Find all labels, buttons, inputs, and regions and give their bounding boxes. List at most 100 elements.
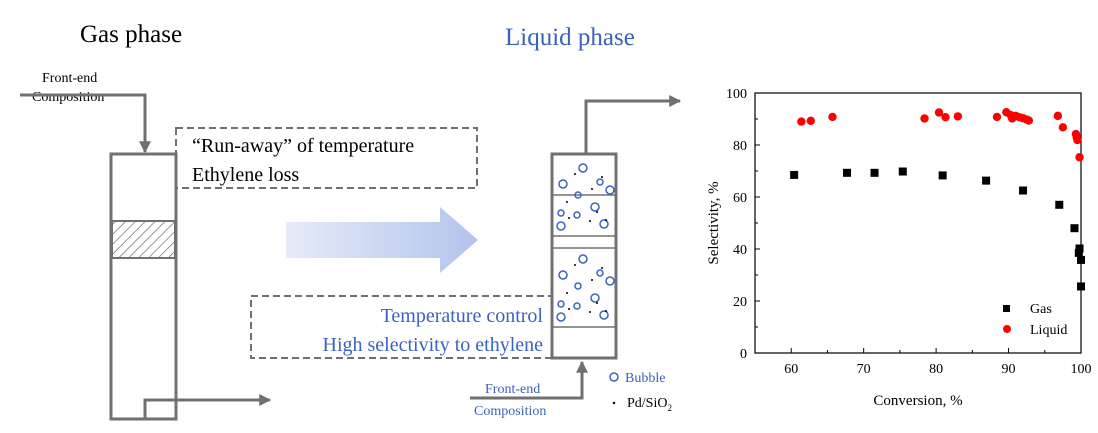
- gas-point: [870, 168, 879, 177]
- bubble-icon: [605, 185, 615, 195]
- liquid-point: [797, 117, 806, 126]
- liquid-point: [920, 114, 929, 123]
- x-tick-label: 70: [857, 362, 871, 377]
- catalyst-particle-icon: [568, 217, 570, 219]
- bubble-icon: [557, 300, 565, 308]
- bubble-icon: [578, 254, 588, 264]
- bubble-legend-icon: [609, 372, 619, 382]
- catalyst-particle-icon: [566, 292, 568, 294]
- bubble-icon: [596, 178, 604, 186]
- legend-gas-label: Gas: [1030, 302, 1052, 317]
- gas-phase-title: Gas phase: [80, 21, 182, 48]
- catalyst-legend-icon: [612, 401, 616, 405]
- gas-point: [898, 167, 907, 176]
- liquid-point: [1073, 135, 1082, 145]
- bubble-icon: [605, 276, 615, 286]
- bubble-icon: [596, 269, 604, 277]
- bubble-icon: [573, 211, 581, 219]
- y-tick-label: 0: [740, 347, 747, 362]
- gas-reactor: Front-end Composition “Run-away” of temp…: [20, 71, 478, 421]
- y-tick-label: 40: [733, 243, 747, 258]
- bubble-icon: [574, 282, 582, 290]
- y-tick-label: 100: [726, 87, 747, 102]
- legend-bubble-label: Bubble: [625, 371, 665, 386]
- catalyst-particle-icon: [605, 310, 607, 312]
- y-tick-label: 20: [733, 295, 747, 310]
- x-tick-label: 80: [929, 362, 943, 377]
- catalyst-particle-icon: [574, 173, 576, 175]
- liquid-reactor: Front-end Composition Temperature contro…: [250, 95, 682, 419]
- catalyst-bed: [111, 220, 176, 259]
- gas-inlet-label-1: Front-end: [42, 71, 97, 86]
- catalyst-particle-icon: [568, 308, 570, 310]
- bubble-icon: [573, 302, 581, 310]
- gas-point: [843, 168, 852, 177]
- y-tick-label: 80: [733, 139, 747, 154]
- liquid-inlet-label-2: Composition: [474, 404, 546, 419]
- bubble-icon: [599, 310, 609, 320]
- liquid-inlet-arrow: [470, 360, 588, 400]
- gas-point: [1077, 282, 1085, 291]
- liquid-point: [1058, 123, 1068, 132]
- gas-point: [1019, 186, 1028, 195]
- bubble-icon: [557, 209, 565, 217]
- gas-note-line-1: “Run-away” of temperature: [192, 135, 414, 157]
- catalyst-particle-icon: [589, 220, 591, 222]
- x-axis-label: Conversion, %: [873, 393, 962, 409]
- catalyst-particle-icon: [596, 302, 598, 304]
- liquid-outlet-arrow: [584, 95, 682, 154]
- transition-arrow-icon: [286, 207, 478, 273]
- bubble-icon: [578, 163, 588, 173]
- gas-point: [1075, 244, 1084, 253]
- y-tick-label: 60: [733, 191, 747, 206]
- legend: Gas Liquid: [1003, 302, 1067, 338]
- liquid-point: [806, 116, 815, 126]
- liquid-point: [1024, 116, 1034, 125]
- liquid-note-line-1: Temperature control: [381, 305, 544, 327]
- liquid-point: [941, 112, 950, 122]
- liquid-reactor-tube: [550, 152, 618, 360]
- gas-reactor-tube: [109, 152, 178, 421]
- bubble-icon: [590, 293, 600, 303]
- bubble-icon: [599, 219, 609, 229]
- liquid-phase-title: Liquid phase: [505, 24, 635, 51]
- y-axis-label: Selectivity, %: [706, 181, 722, 264]
- liquid-inlet-label-1: Front-end: [485, 382, 540, 397]
- x-tick-label: 90: [1002, 362, 1016, 377]
- liquid-point: [953, 112, 963, 121]
- liquid-note-line-2: High selectivity to ethylene: [323, 334, 544, 356]
- gas-note-line-2: Ethylene loss: [192, 164, 299, 186]
- bubble-icon: [556, 221, 566, 231]
- liquid-point: [1053, 111, 1063, 121]
- catalyst-particle-icon: [591, 188, 593, 190]
- liquid-point: [1075, 153, 1084, 162]
- gas-point: [790, 170, 799, 179]
- legend-liquid-marker: [1003, 325, 1011, 333]
- gas-outlet-arrow: [143, 394, 272, 420]
- x-tick-label: 60: [784, 362, 798, 377]
- selectivity-chart: 60 70 80 90 100 0 20 40 60 80 100 Conversion, % Se…: [706, 87, 1092, 409]
- gas-point: [1077, 255, 1085, 264]
- bubble-icon: [574, 191, 582, 199]
- catalyst-particle-icon: [601, 176, 603, 178]
- catalyst-particle-icon: [596, 211, 598, 213]
- gas-inlet-label-2: Composition: [32, 90, 104, 105]
- gas-point: [1074, 248, 1083, 257]
- liquid-point: [992, 112, 1002, 122]
- catalyst-particle-icon: [589, 311, 591, 313]
- liquid-note-box: [250, 295, 553, 359]
- catalyst-particle-icon: [605, 219, 607, 221]
- gas-point: [1070, 224, 1079, 233]
- catalyst-particle-icon: [574, 264, 576, 266]
- gas-point: [1055, 200, 1064, 209]
- gas-point: [982, 176, 991, 185]
- legend-catalyst-label: Pd/SiO2: [627, 396, 672, 413]
- bubbles: [556, 163, 615, 322]
- x-tick-label: 100: [1071, 362, 1092, 377]
- liquid-point: [828, 112, 837, 122]
- bubble-icon: [558, 270, 568, 280]
- gas-note-box: [175, 127, 478, 189]
- catalyst-particle-icon: [601, 267, 603, 269]
- bubble-icon: [558, 179, 568, 189]
